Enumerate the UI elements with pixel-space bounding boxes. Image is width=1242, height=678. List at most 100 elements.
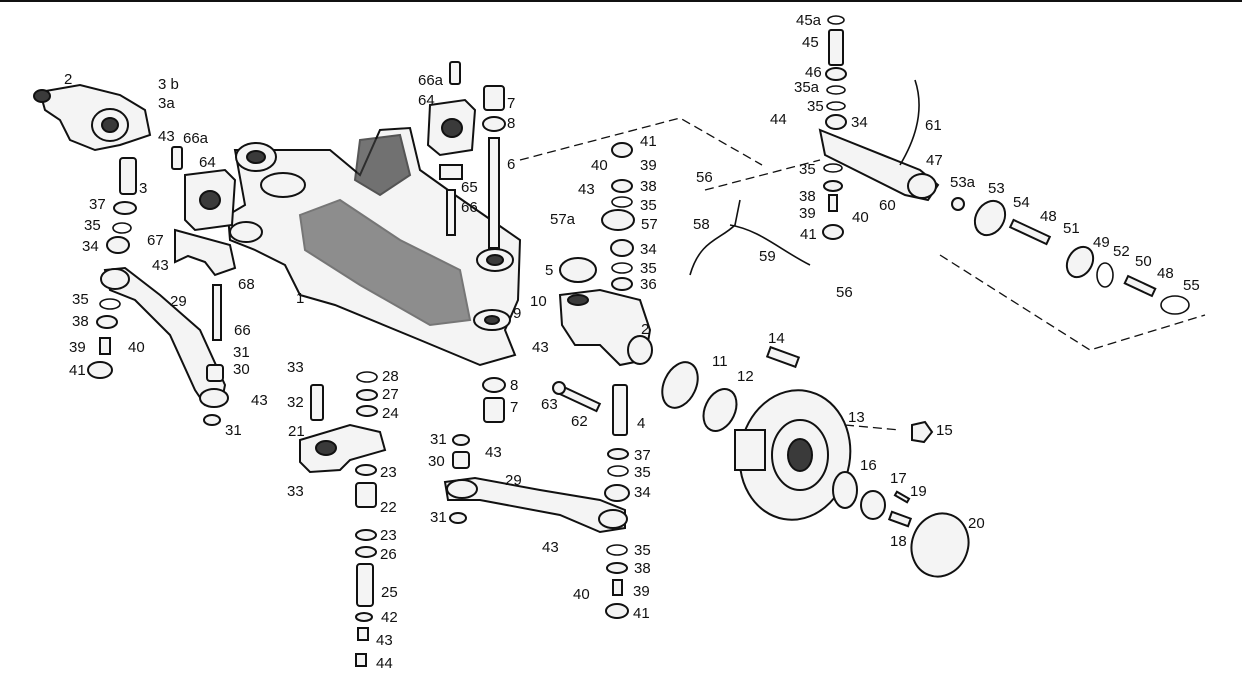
part-label: 56 [836,284,853,301]
washer-36 [611,277,633,291]
part-label: 24 [382,405,399,422]
part-label: 3a [158,95,175,112]
part-label: 34 [640,241,657,258]
part-label: 60 [879,197,896,214]
washer-24 [356,405,378,417]
part-label: 68 [238,276,255,293]
circlip-35-bottom [606,544,628,556]
part-label: 8 [507,115,515,132]
bolt-39-left [99,337,111,355]
part-label: 64 [199,154,216,171]
part-label: 44 [770,111,787,128]
circlip-35 [112,222,132,234]
kingpin-4 [612,384,628,436]
part-label: 33 [287,359,304,376]
part-label: 34 [634,484,651,501]
part-label: 38 [640,178,657,195]
part-label: 7 [507,95,515,112]
wheel-stud-14 [765,345,801,369]
washer-38-bottom [606,562,628,574]
part-label: 10 [530,293,547,310]
part-label: 20 [968,515,985,532]
part-label: 8 [510,377,518,394]
cap-41-left [87,361,113,379]
pipe-58 [689,199,741,276]
washer-31-top [452,434,470,446]
pin-19 [893,490,911,504]
part-label: 40 [128,339,145,356]
part-label: 35 [634,542,651,559]
part-label: 1 [296,290,304,307]
part-label: 41 [633,605,650,622]
part-label: 39 [633,583,650,600]
part-label: 57a [550,211,576,228]
part-label: 53 [988,180,1005,197]
part-label: 36 [640,276,657,293]
part-label: 35 [640,197,657,214]
part-label: 37 [89,196,106,213]
axle-body [226,126,522,367]
washer-37-lower [607,448,629,460]
ring-8-lower [482,377,506,393]
part-label: 39 [640,157,657,174]
part-label: 57 [641,216,658,233]
part-label: 30 [233,361,250,378]
part-label: 25 [381,584,398,601]
ring-8-top [482,116,506,132]
part-label: 33 [287,483,304,500]
bushing-49 [1065,245,1095,279]
bolt-66-left [212,284,222,341]
top-border-line [0,0,1242,2]
steering-knuckle-right [558,288,653,367]
pin-32 [310,384,324,421]
part-label: 23 [380,527,397,544]
part-label: 16 [860,457,877,474]
part-label: 41 [69,362,86,379]
part-label: 35a [794,79,820,96]
part-label: 31 [225,422,242,439]
part-label: 43 [376,632,393,649]
part-label: 11 [712,353,728,370]
dashed-leader [519,117,763,166]
part-label: 32 [287,394,304,411]
part-label: 43 [542,539,559,556]
part-label: 15 [936,422,953,439]
part-label: 29 [170,293,187,310]
part-label: 66 [234,322,251,339]
washer-31-lower [203,414,221,426]
part-label: 40 [852,209,869,226]
nut-15 [911,420,934,444]
washer-27 [356,389,378,401]
part-label: 49 [1093,234,1110,251]
washer-38-mid [611,179,633,193]
part-label: 30 [428,453,445,470]
steering-knuckle-left [33,83,152,152]
part-label: 66a [418,72,444,89]
part-labels: 1 2 2 3 3a 3 b 4 5 6 7 7 8 8 9 10 11 12 … [64,12,1200,672]
part-label: 2 [64,71,72,88]
tube-47 [818,128,940,202]
part-label: 46 [805,64,822,81]
fitting-44-lower [355,653,367,667]
part-label: 63 [541,396,558,413]
pipe-61 [899,79,920,166]
part-label: 43 [485,444,502,461]
washer-37 [113,201,137,215]
part-label: 13 [848,409,865,426]
drag-link-29-left [100,266,229,408]
part-label: 41 [800,226,817,243]
circlip-35-lower [607,465,629,477]
part-label: 12 [737,368,754,385]
seal-11 [661,361,699,409]
ring-52 [1096,262,1114,288]
part-label: 61 [925,117,942,134]
pin-25 [356,563,374,607]
bearing-12 [702,388,738,432]
bushing-30-lower [452,451,470,469]
part-label: 27 [382,386,399,403]
part-label: 31 [430,431,447,448]
part-label: 40 [591,157,608,174]
bushing-34 [106,236,130,254]
part-label: 44 [376,655,393,672]
bushing-34-mid [610,239,634,257]
